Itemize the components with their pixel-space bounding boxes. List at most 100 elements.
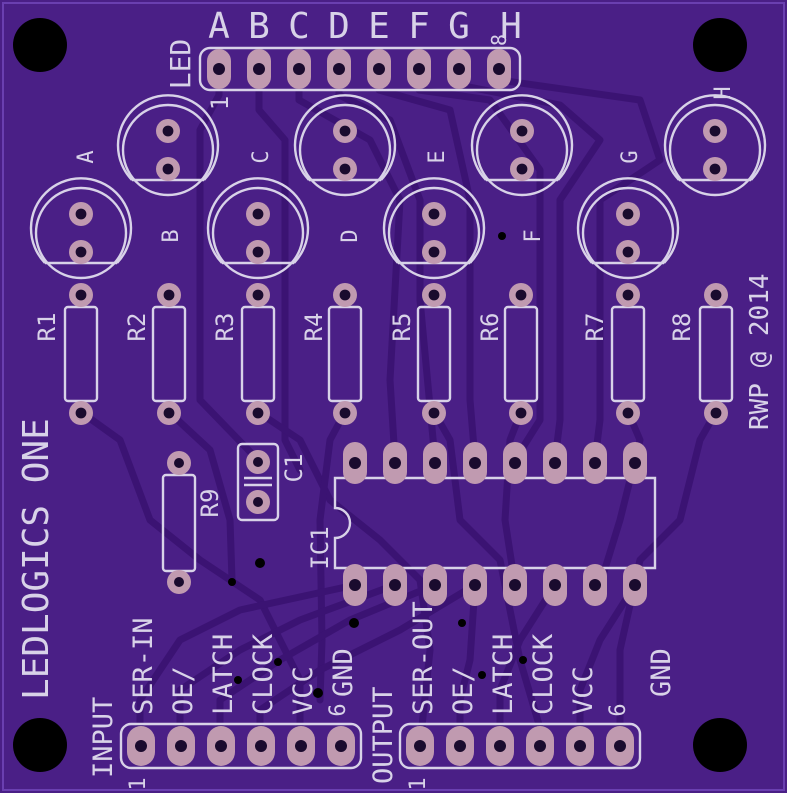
led-header-pin-drill (253, 63, 265, 75)
led-pin-letter: G (448, 6, 470, 47)
input-pin-label: VCC (288, 666, 319, 715)
led-outline (298, 103, 392, 197)
ic1-pin-bottom-drill (629, 579, 641, 591)
output-header-pin-drill (494, 740, 506, 752)
led-pad-drill (428, 246, 440, 258)
led-pad-drill (162, 125, 174, 137)
led (29, 177, 133, 280)
resistor-pad-drill (428, 289, 440, 301)
ic1-pins (343, 442, 647, 606)
resistor-label-r7: R7 (581, 313, 609, 342)
ic1-pin-bottom-drill (349, 579, 361, 591)
led-header-pin8-mark: 8 (487, 34, 511, 46)
led-header-pin1-mark: 1 (206, 96, 234, 110)
ic1-pin-top-drill (469, 457, 481, 469)
led-outline-flat (206, 177, 310, 264)
mounting-hole-bottom-left (13, 718, 67, 772)
output-header-pin-drill (574, 740, 586, 752)
input-header-outline (119, 722, 363, 770)
led-pin-letter: D (328, 6, 350, 47)
input-header (127, 726, 355, 766)
led-outline-flat (663, 94, 767, 181)
led-pin-letter: F (408, 6, 430, 47)
led-header-pin-drill (493, 63, 505, 75)
output-header-labels: SER-OUT OE/ LATCH CLOCK VCC GND (408, 601, 677, 715)
input-pin-label: CLOCK (248, 633, 279, 715)
led-pad-drill (709, 163, 721, 175)
resistor-pad-drill (622, 289, 634, 301)
output-pin-label: LATCH (488, 634, 519, 715)
resistor-array (63, 283, 734, 425)
led-label-g: G (618, 150, 643, 163)
ic1-outline (333, 476, 657, 570)
ic1-pin-top-drill (349, 457, 361, 469)
resistor-pad-drill (339, 289, 351, 301)
led-pad-drill (75, 208, 87, 220)
resistor-label-r4: R4 (300, 313, 328, 342)
r9-label: R9 (196, 489, 224, 518)
led-pin-letter: C (288, 6, 310, 47)
led-outline-flat (382, 177, 486, 264)
resistor (63, 283, 99, 425)
ic1-pin-top-drill (549, 457, 561, 469)
resistor (503, 283, 539, 425)
led-header-letters: A B C D E F G H (208, 6, 522, 47)
resistor-label-r5: R5 (388, 313, 416, 342)
mounting-hole-top-left (13, 18, 67, 72)
led-outline (34, 186, 128, 280)
led-pad-drill (622, 246, 634, 258)
led-outline (668, 103, 762, 197)
led-pin-letter: B (248, 6, 270, 47)
input-pin-label: GND (328, 648, 359, 697)
input-pin-label: LATCH (208, 634, 239, 715)
led-pad-drill (339, 125, 351, 137)
led-outline-flat (293, 94, 397, 181)
output-header-pin-drill (454, 740, 466, 752)
ic1-label: IC1 (306, 526, 334, 569)
ic1-pin-bottom-drill (469, 579, 481, 591)
led (293, 94, 397, 197)
led-label-d: D (338, 229, 363, 242)
resistor-pad-drill (75, 289, 87, 301)
resistor (240, 283, 276, 425)
resistor-pad-drill (515, 289, 527, 301)
input-header-pin-drill (255, 740, 267, 752)
led-header-pin-drill (453, 63, 465, 75)
led (206, 177, 310, 280)
led-outline-flat (470, 94, 574, 181)
led-labels: A C E G B D F H (74, 86, 736, 242)
ic1-pin-bottom-drill (549, 579, 561, 591)
output-pin-label: SER-OUT (408, 601, 439, 715)
led-outline (581, 186, 675, 280)
input-header-pin-drill (135, 740, 147, 752)
led-header-pin-drill (333, 63, 345, 75)
input-header-pin6-mark: 6 (326, 703, 351, 716)
resistor-pad-drill (622, 407, 634, 419)
led-label-a: A (74, 150, 99, 163)
led-label-e: E (425, 150, 450, 163)
led-pin-letter: H (500, 6, 522, 47)
input-header-pin-drill (175, 740, 187, 752)
led-pad-drill (709, 125, 721, 137)
output-pin-label: OE/ (448, 666, 479, 715)
led-header (207, 49, 511, 89)
led-header-pin-drill (213, 63, 225, 75)
input-pin-label: OE/ (168, 666, 199, 715)
led-label-b: B (159, 229, 184, 242)
output-header-pin-drill (414, 740, 426, 752)
led-outline-flat (29, 177, 133, 264)
led-pad-drill (428, 208, 440, 220)
resistor (327, 283, 363, 425)
resistor-pad-drill (163, 407, 175, 419)
led-label-f: F (521, 229, 546, 242)
resistor-pad-drill (428, 407, 440, 419)
output-pin-label: VCC (568, 666, 599, 715)
led-outline (121, 103, 215, 197)
led (470, 94, 574, 197)
led-pad-drill (622, 208, 634, 220)
resistor-pad-drill (515, 407, 527, 419)
resistor (416, 283, 452, 425)
output-header-pin-drill (534, 740, 546, 752)
led-header-label: LED (164, 39, 197, 90)
